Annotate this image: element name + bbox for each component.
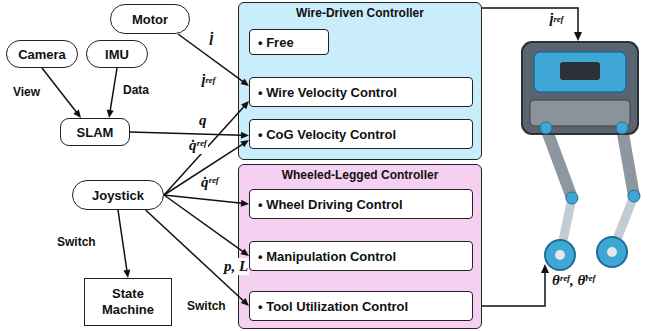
node-label: SLAM <box>77 125 114 140</box>
edge-label: View <box>12 86 41 100</box>
robot-leg <box>622 128 634 196</box>
mode-box: • Wire Velocity Control <box>249 77 473 107</box>
output-line <box>482 272 545 306</box>
robot-joint <box>616 122 628 134</box>
arrowhead <box>241 298 249 306</box>
connector-line <box>118 210 127 271</box>
node-label: • Free <box>258 35 294 50</box>
node-label: • CoG Velocity Control <box>258 127 396 142</box>
robot-joint <box>566 192 578 204</box>
arrowhead <box>73 110 81 118</box>
mode-box: • Wheel Driving Control <box>249 189 473 219</box>
robot-joint <box>628 190 640 202</box>
connector <box>164 195 249 256</box>
connector-line <box>164 106 244 195</box>
signal-label: θʳᵉᶠ, θ̇ʳᵉᶠ <box>551 272 596 289</box>
connector <box>130 132 249 139</box>
arrowhead <box>107 110 114 118</box>
robot-leg <box>546 128 572 198</box>
arrowhead <box>240 140 249 147</box>
panel-title: Wire-Driven Controller <box>239 6 481 20</box>
connector-line <box>146 210 244 301</box>
node-label: • Wheel Driving Control <box>258 197 403 212</box>
output-line <box>482 8 578 33</box>
controller-panel: Wire-Driven Controller • Free • Wire Veloc… <box>238 2 482 160</box>
connector <box>178 34 249 86</box>
edge-label: q̇ʳᵉᶠ <box>200 174 220 191</box>
mode-box: • Tool Utilization Control <box>249 291 473 321</box>
connector <box>146 210 249 306</box>
motor-oval: Motor <box>110 4 190 34</box>
arrowhead <box>123 270 130 278</box>
connector-line <box>164 195 243 252</box>
robot-wheel <box>597 237 627 267</box>
arrowhead <box>574 32 582 41</box>
arrowhead <box>241 101 249 109</box>
connector-line <box>164 195 242 203</box>
connector-line <box>110 68 117 111</box>
node-label: • Manipulation Control <box>258 249 396 264</box>
panel-title: Wheeled-Legged Controller <box>239 168 481 182</box>
node-label: • Wire Velocity Control <box>258 85 397 100</box>
arrowhead <box>240 78 249 86</box>
output-arrow <box>482 264 549 306</box>
connector <box>164 101 249 195</box>
arrowhead <box>241 200 249 207</box>
arrowhead <box>240 248 249 256</box>
mode-box: • Free <box>249 29 329 55</box>
node-label: Motor <box>132 12 168 27</box>
node-label: Joystick <box>92 188 144 203</box>
robot-wheel <box>545 240 575 270</box>
connector-line <box>130 132 242 135</box>
sensor-oval: Camera <box>6 40 78 68</box>
output-arrow <box>482 8 582 41</box>
mode-box: • CoG Velocity Control <box>249 119 473 149</box>
node-label: Camera <box>18 47 66 62</box>
robot-joint <box>540 122 552 134</box>
connector <box>107 68 117 118</box>
slam-box: SLAM <box>60 118 130 146</box>
state-machine-box: State Machine <box>84 278 172 326</box>
edge-label: q <box>198 112 208 129</box>
edge-label: q̇ʳᵉᶠ <box>188 137 208 154</box>
connector-line <box>164 144 243 195</box>
edge-label: Switch <box>186 300 227 314</box>
node-label: IMU <box>105 47 129 62</box>
connector <box>42 68 81 118</box>
joystick-oval: Joystick <box>72 180 164 210</box>
sensor-oval: IMU <box>86 40 148 68</box>
edge-label: Switch <box>56 236 97 250</box>
arrowhead <box>241 132 249 139</box>
arrowhead <box>541 264 549 273</box>
edge-label: l̇ <box>208 32 214 49</box>
robot-plate <box>534 52 626 92</box>
node-label: • Tool Utilization Control <box>258 299 408 314</box>
connector <box>118 210 130 278</box>
controller-panel: Wheeled-Legged Controller • Wheel Driving… <box>238 164 482 329</box>
connector <box>164 140 249 195</box>
edge-label: p, L <box>223 258 249 275</box>
robot-slot <box>560 62 600 80</box>
robot-hub <box>555 250 565 260</box>
robot-illustration <box>522 42 640 270</box>
edge-label: l̇ʳᵉᶠ <box>200 74 216 91</box>
robot-hub <box>607 247 617 257</box>
connector-line <box>178 34 243 82</box>
node-label: State Machine <box>88 286 168 319</box>
signal-label: l̇ʳᵉᶠ <box>548 13 564 30</box>
edge-label: Data <box>122 84 150 98</box>
robot-body <box>522 42 638 134</box>
mode-box: • Manipulation Control <box>249 241 473 271</box>
connector-line <box>42 68 77 112</box>
